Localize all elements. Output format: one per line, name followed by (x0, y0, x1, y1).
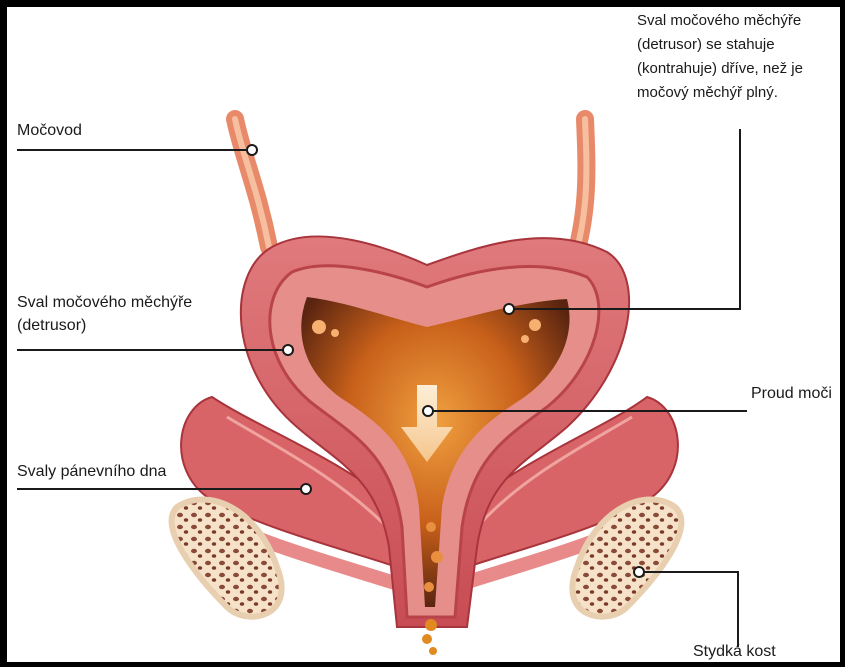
ureter-left (235, 119, 269, 247)
label-ureter: Močovod (17, 119, 82, 142)
label-pelvic-floor: Svaly pánevního dna (17, 460, 166, 483)
marker-pubic-bone (634, 567, 644, 577)
leader-pubic-bone (644, 572, 738, 647)
label-detrusor-contracts: Sval močového měchýře (detrusor) se stah… (637, 9, 803, 105)
marker-detrusor-contracts (504, 304, 514, 314)
ureter-right (575, 119, 586, 257)
label-detrusor: Sval močového měchýře (detrusor) (17, 291, 192, 337)
label-urine-flow: Proud moči (751, 382, 832, 405)
marker-detrusor (283, 345, 293, 355)
marker-ureter (247, 145, 257, 155)
diagram-frame: Močovod Sval močového měchýře (detrusor)… (7, 7, 840, 662)
marker-pelvic-floor (301, 484, 311, 494)
label-pubic-bone: Stydká kost (693, 640, 776, 662)
marker-urine-flow (423, 406, 433, 416)
